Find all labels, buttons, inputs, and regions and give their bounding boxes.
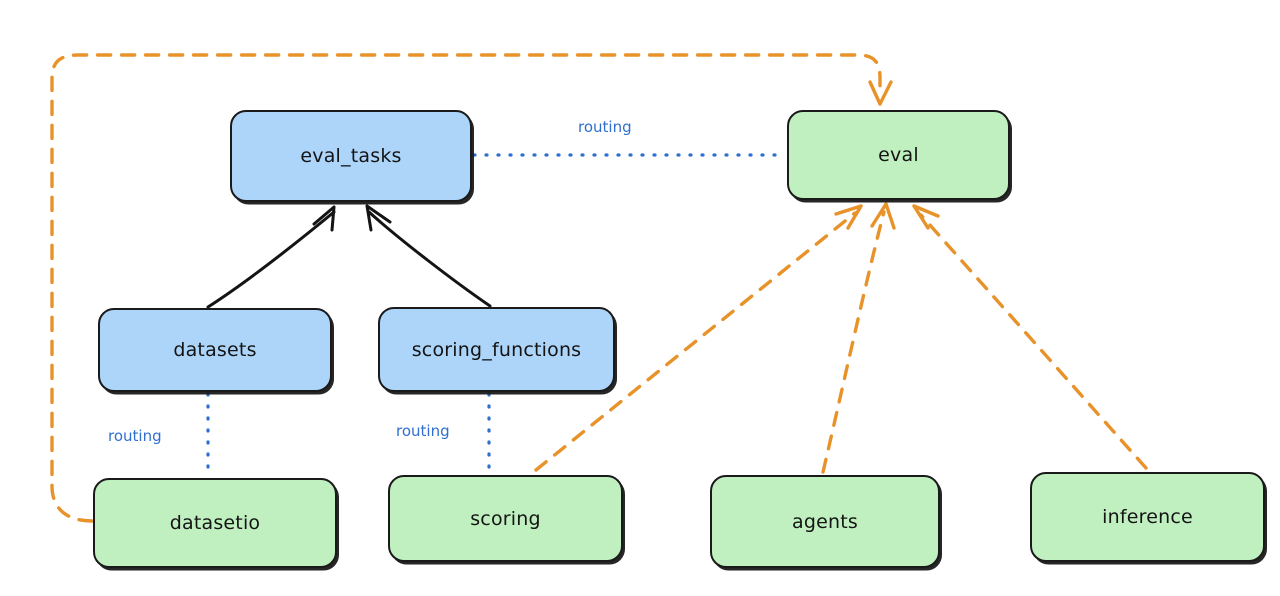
edge-label-routing-scoring-functions-scoring: routing (396, 422, 450, 440)
node-inference[interactable]: inference (1030, 472, 1265, 562)
node-scoring[interactable]: scoring (388, 475, 623, 562)
edge-label-routing-eval-tasks-eval: routing (578, 118, 632, 136)
node-scoring-functions[interactable]: scoring_functions (378, 307, 615, 392)
edge-scoring-functions-to-eval_tasks (365, 204, 492, 308)
node-label: inference (1102, 506, 1193, 528)
node-datasetio[interactable]: datasetio (93, 478, 337, 568)
edge-datasetio-to-eval (50, 53, 893, 523)
node-label: eval_tasks (300, 145, 402, 167)
edge-inference-to-eval (912, 204, 1148, 470)
node-datasets[interactable]: datasets (98, 308, 332, 392)
node-label: eval (878, 144, 919, 166)
edge-datasets-to-eval_tasks (206, 205, 336, 309)
node-label: scoring_functions (411, 338, 582, 361)
node-eval[interactable]: eval (787, 110, 1010, 200)
node-agents[interactable]: agents (710, 475, 940, 568)
node-label: datasets (173, 339, 257, 361)
node-label: agents (792, 510, 858, 533)
node-label: scoring (470, 507, 541, 530)
edge-scoring-to-eval (534, 204, 863, 472)
edge-label-routing-datasets-datasetio: routing (108, 427, 162, 445)
node-label: datasetio (169, 512, 261, 534)
edge-agents-to-eval (821, 202, 896, 474)
node-eval-tasks[interactable]: eval_tasks (230, 110, 472, 202)
